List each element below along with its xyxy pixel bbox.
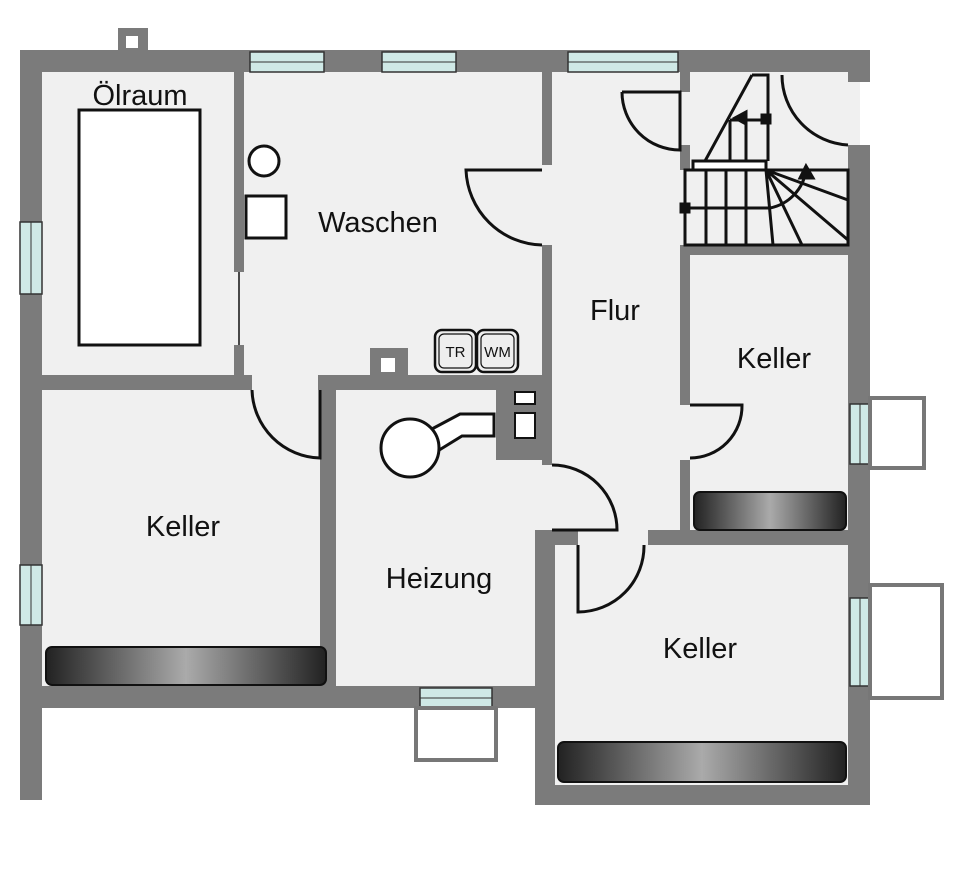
room-labels: Ölraum Waschen Flur Keller Keller Heizun…: [92, 80, 811, 665]
radiator: [693, 491, 847, 531]
boiler-icon: [429, 412, 496, 454]
windows: [19, 51, 944, 762]
radiator: [45, 646, 327, 686]
doors: [238, 74, 849, 614]
basin-icon: [244, 194, 288, 240]
oil-tank: [77, 108, 202, 347]
room-label-cellar-left: Keller: [146, 511, 220, 543]
dryer: TR: [433, 328, 478, 374]
room-label-heating: Heizung: [386, 563, 492, 595]
fixtures: TR WM: [45, 108, 847, 783]
room-label-laundry: Waschen: [318, 207, 438, 239]
sink-icon: [247, 144, 281, 178]
room-label-cellar-bottom-right: Keller: [663, 633, 737, 665]
room-label-oil-room: Ölraum: [92, 80, 187, 112]
washing-machine-label: WM: [484, 344, 511, 361]
staircase: [679, 73, 850, 247]
radiator: [557, 741, 847, 783]
dryer-label: TR: [446, 344, 466, 361]
room-label-hallway: Flur: [590, 295, 640, 327]
washing-machine: WM: [475, 328, 520, 374]
room-label-cellar-top-right: Keller: [737, 343, 811, 375]
